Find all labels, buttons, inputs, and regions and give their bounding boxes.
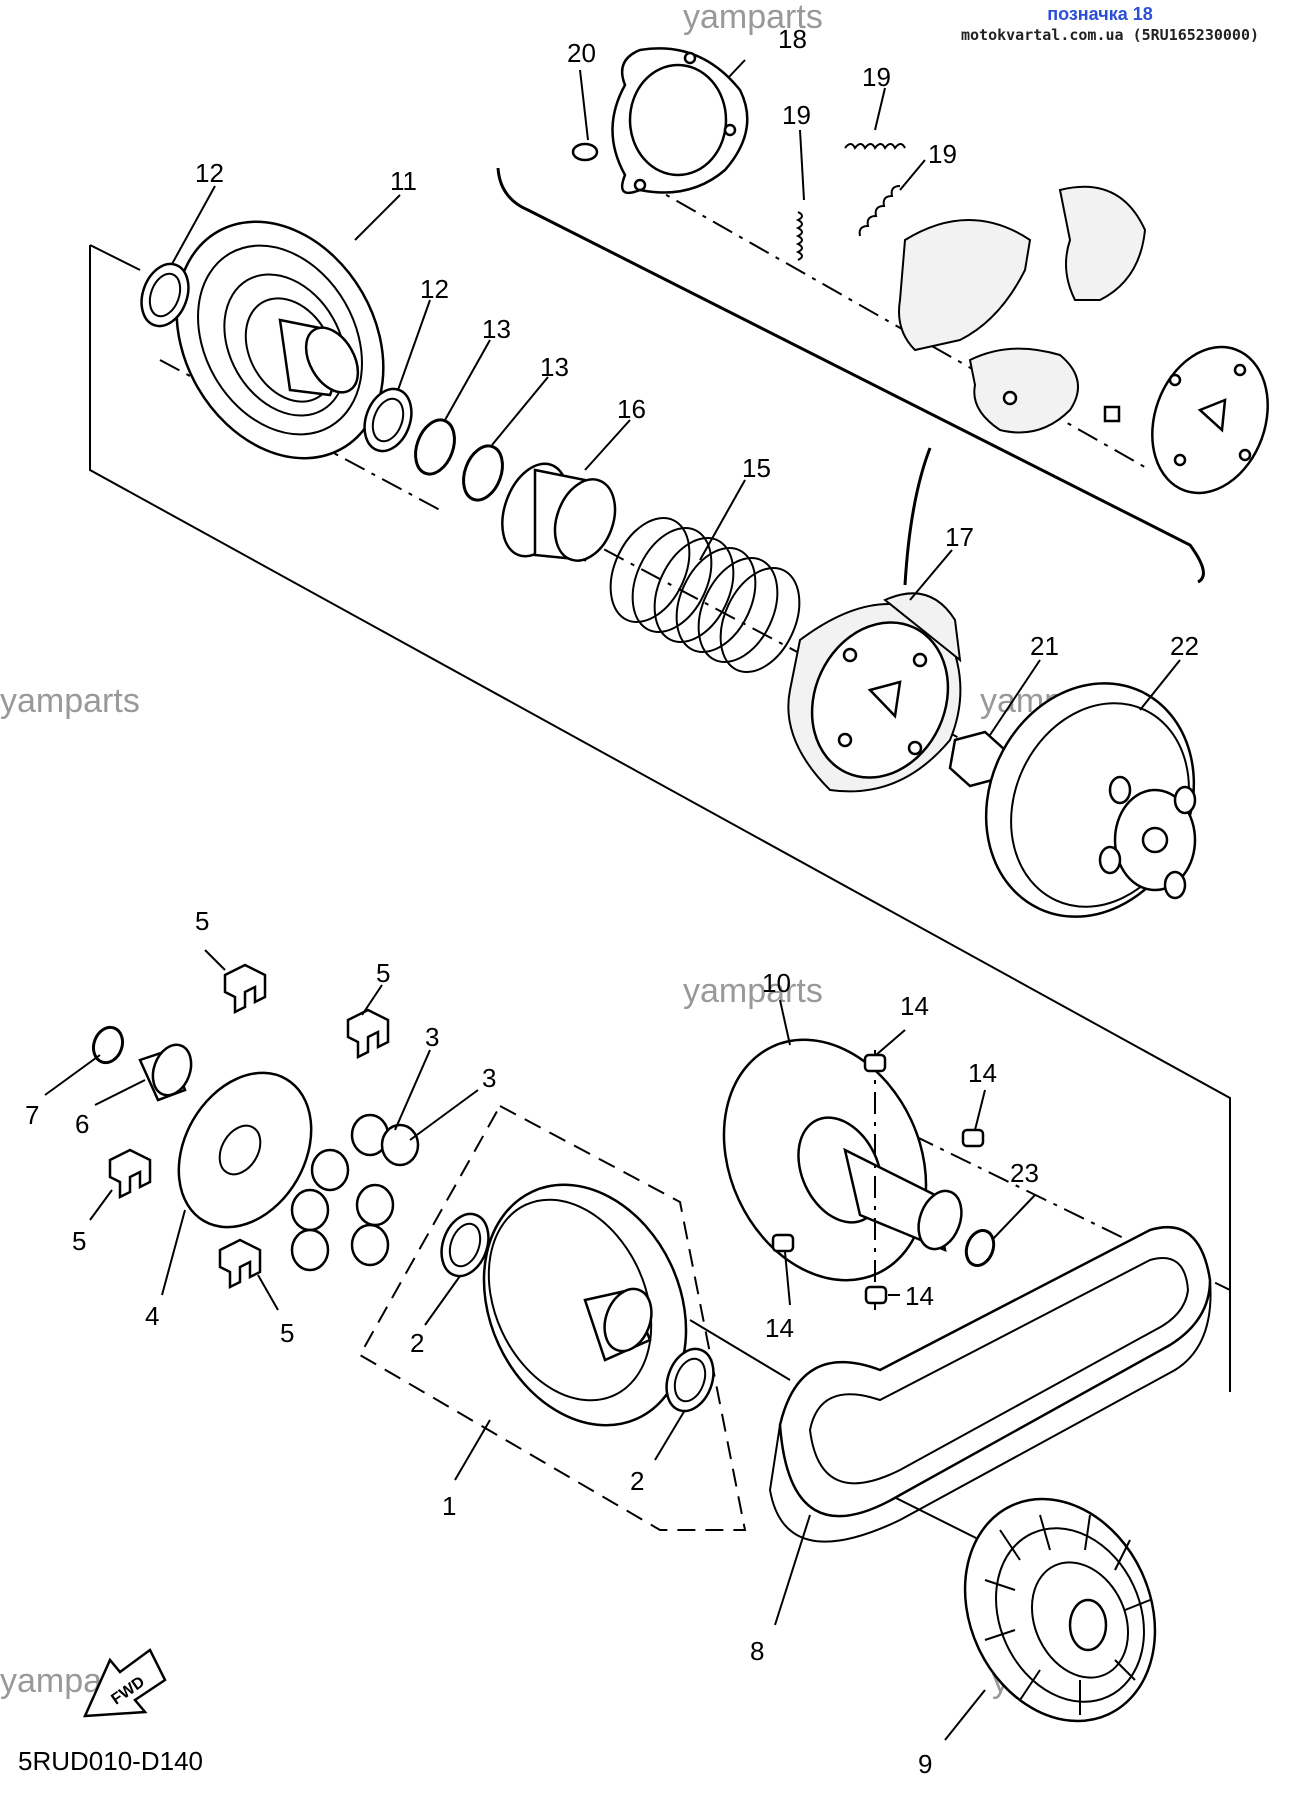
slider-5	[218, 1238, 262, 1290]
callout-19: 19	[782, 100, 811, 130]
guide-pin-14	[863, 1053, 887, 1073]
callout-6: 6	[75, 1109, 89, 1139]
callout-3: 3	[425, 1022, 439, 1052]
callout-19: 19	[862, 62, 891, 92]
secondary-sliding-sheave-11	[175, 220, 385, 460]
callout-5: 5	[376, 958, 390, 988]
header-title: позначка 18	[1047, 4, 1153, 24]
clutch-group-bracket	[496, 167, 1205, 584]
callout-3: 3	[482, 1063, 496, 1093]
watermark: yamparts	[683, 972, 823, 1010]
roller-weights-3	[290, 1113, 420, 1272]
callout-22: 22	[1170, 631, 1199, 661]
clutch-housing-22	[984, 682, 1197, 918]
callout-20: 20	[567, 38, 596, 68]
guide-pin-14	[771, 1233, 795, 1253]
callout-14: 14	[900, 991, 929, 1021]
o-ring-13	[414, 418, 456, 476]
circlip-20	[571, 69, 599, 162]
center-line-belt	[689, 1319, 791, 1381]
compression-spring-15	[609, 517, 801, 673]
callout-5: 5	[280, 1318, 294, 1348]
callout-1: 1	[442, 1491, 456, 1521]
clutch-carrier-assembly-17	[787, 592, 962, 793]
guide-pin-14	[864, 1285, 888, 1305]
callout-21: 21	[1030, 631, 1059, 661]
callout-12: 12	[420, 274, 449, 304]
slider-5	[223, 963, 267, 1015]
callout-14: 14	[765, 1313, 794, 1343]
callout-8: 8	[750, 1636, 764, 1666]
clutch-shoes	[898, 185, 1147, 434]
callout-2: 2	[630, 1466, 644, 1496]
callout-23: 23	[1010, 1158, 1039, 1188]
spring-19a	[844, 143, 906, 150]
callout-labels: 20 18 19 19 19 12 11 12 13 13 16 15 17 2…	[25, 24, 1199, 1779]
slider-5	[108, 1148, 152, 1200]
v-belt-8	[768, 1225, 1212, 1543]
slider-5	[346, 1008, 390, 1060]
primary-pulley-group-box	[358, 1104, 747, 1531]
o-ring-23	[964, 1229, 996, 1267]
leader-lines	[44, 185, 1181, 1741]
o-ring-7	[91, 1025, 125, 1065]
cam-plate-4	[177, 1071, 313, 1229]
callout-19: 19	[928, 139, 957, 169]
springs-19	[795, 87, 926, 261]
callout-18: 18	[778, 24, 807, 54]
callout-4: 4	[145, 1301, 159, 1331]
plate-18	[611, 47, 749, 195]
collar-6	[138, 1043, 193, 1102]
primary-fixed-sheave-9	[963, 1497, 1157, 1723]
callout-15: 15	[742, 453, 771, 483]
callout-9: 9	[918, 1749, 932, 1779]
center-line-upper	[639, 179, 1151, 471]
clutch-group-link	[903, 447, 932, 586]
callout-12: 12	[195, 158, 224, 188]
assembly-frame	[89, 167, 1231, 1541]
callout-13: 13	[540, 352, 569, 382]
callout-14: 14	[905, 1281, 934, 1311]
clutch-carrier-plate	[1151, 345, 1269, 495]
watermark: yamparts	[0, 682, 140, 720]
oil-seal-12	[140, 262, 190, 328]
callout-11: 11	[390, 166, 417, 196]
diagram-code: 5RUD010-D140	[18, 1746, 203, 1776]
header-subtitle: motokvartal.com.ua (5RU165230000)	[960, 26, 1259, 44]
callout-16: 16	[617, 394, 646, 424]
spring-19c	[858, 185, 901, 237]
oil-seal-2	[665, 1347, 715, 1413]
watermark: yamparts	[683, 0, 823, 36]
guide-pin-14	[961, 1128, 985, 1148]
callout-7: 7	[25, 1100, 39, 1130]
callout-2: 2	[410, 1328, 424, 1358]
upper-frame-line	[89, 245, 1231, 1392]
spring-19b	[795, 211, 803, 261]
callout-17: 17	[945, 522, 974, 552]
callout-14: 14	[968, 1058, 997, 1088]
callout-5: 5	[72, 1226, 86, 1256]
callout-10: 10	[762, 968, 791, 998]
spring-seat-16	[501, 462, 617, 562]
secondary-fixed-sheave-10	[722, 1038, 963, 1310]
callout-5: 5	[195, 906, 209, 936]
o-ring-13	[462, 444, 504, 502]
callout-13: 13	[482, 314, 511, 344]
primary-sliding-sheave-1	[482, 1183, 688, 1427]
